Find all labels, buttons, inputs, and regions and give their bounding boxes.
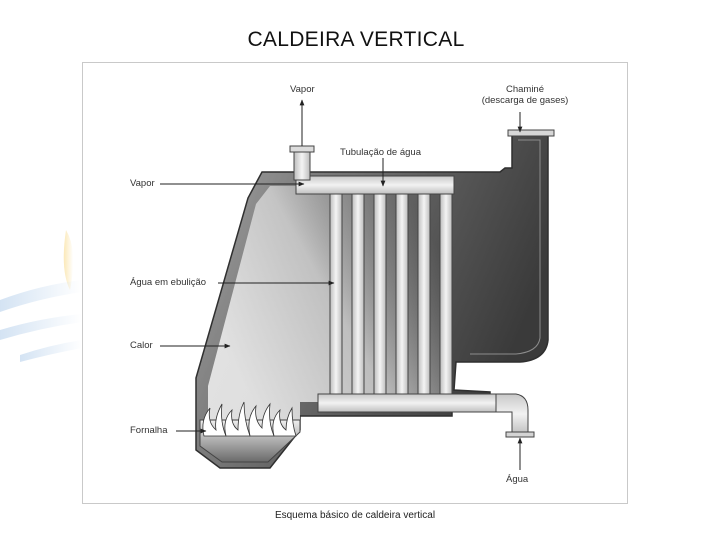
label-boiling-water: Água em ebulição [130,277,207,288]
label-water-tubes: Tubulação de água [340,147,421,158]
label-furnace: Fornalha [130,425,168,436]
label-chimney: Chaminé (descarga de gases) [470,84,580,106]
water-tubes [329,193,453,395]
diagram-caption: Esquema básico de caldeira vertical [274,510,436,521]
water-header [317,393,535,438]
furnace [199,401,301,463]
label-water-inlet: Água [506,474,529,485]
label-vapor-top: Vapor [290,84,315,95]
flames-icon [202,401,297,437]
slide-title: CALDEIRA VERTICAL [247,28,465,51]
label-vapor-left: Vapor [130,178,155,189]
slide-template-decoration [0,230,82,362]
label-chimney-line2: (descarga de gases) [481,95,569,106]
label-chimney-line1: Chaminé [505,84,545,95]
callout-lines [160,99,523,470]
steam-header [289,145,455,195]
label-heat: Calor [130,340,153,351]
